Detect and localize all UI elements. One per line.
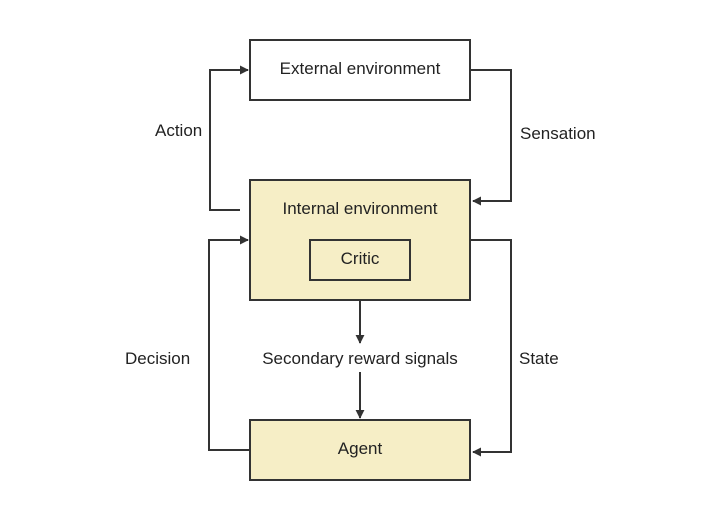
action-arrow <box>209 65 249 211</box>
internal-environment-label: Internal environment <box>283 199 438 218</box>
agent-box: Agent <box>249 419 471 481</box>
external-environment-box: External environment <box>249 39 471 101</box>
internal-environment-box: Internal environment Critic <box>249 179 471 301</box>
external-environment-label: External environment <box>280 59 441 78</box>
state-arrow <box>471 239 512 457</box>
critic-label: Critic <box>341 249 380 268</box>
sensation-label: Sensation <box>520 124 596 143</box>
secondary-reward-label: Secondary reward signals <box>262 349 458 368</box>
action-label: Action <box>155 121 202 140</box>
state-label: State <box>519 349 559 368</box>
critic-box: Critic <box>309 239 411 281</box>
decision-arrow <box>208 235 249 451</box>
agent-label: Agent <box>338 439 383 458</box>
decision-label: Decision <box>125 349 190 368</box>
sensation-arrow <box>471 69 512 206</box>
